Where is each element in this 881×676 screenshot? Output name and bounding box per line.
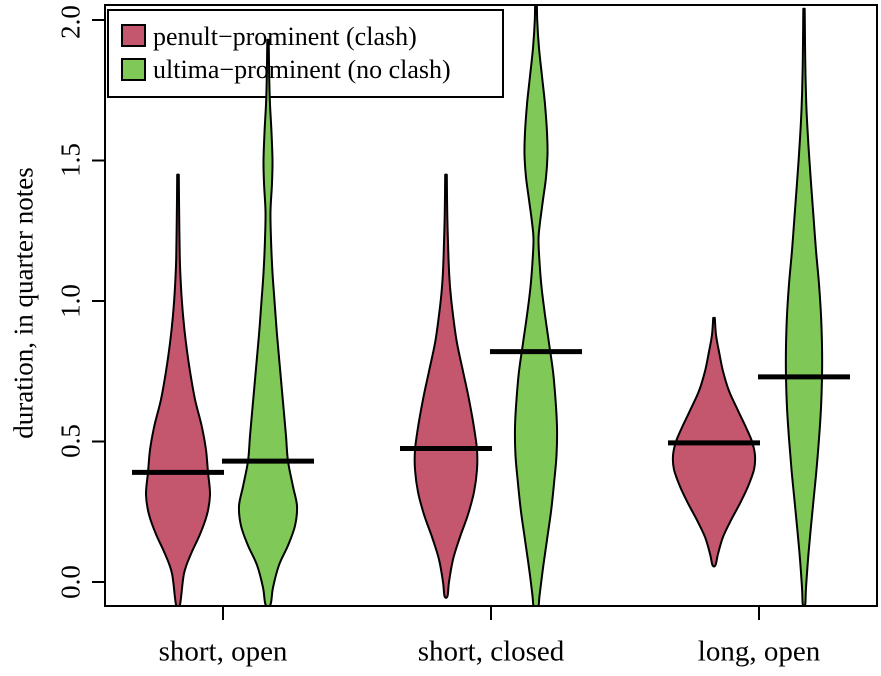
y-tick-label-2.0: 2.0 (55, 5, 86, 39)
plot-frame (104, 4, 878, 607)
red-square-swatch (121, 24, 146, 47)
legend-label-penult-prominent: penult−prominent (clash) (153, 22, 417, 51)
y-tick-label-0.0: 0.0 (55, 565, 86, 599)
y-tick-label-1.5: 1.5 (55, 143, 86, 177)
violin-short-closed-ultima (513, 6, 559, 605)
green-square-swatch (121, 58, 146, 81)
violin-long-open-ultima (784, 7, 824, 605)
violin-short-open-penult (144, 173, 212, 605)
legend-box (107, 9, 504, 98)
x-category-label-short-open: short, open (158, 635, 288, 668)
x-category-label-short-closed: short, closed (417, 635, 565, 668)
y-axis-title: duration, in quarter notes (8, 167, 39, 439)
x-category-label-long-open: long, open (697, 635, 821, 668)
legend-label-ultima-prominent: ultima−prominent (no clash) (153, 55, 451, 84)
violin-short-open-ultima (237, 38, 299, 605)
violins-layer (144, 6, 824, 605)
violin-short-closed-penult (413, 173, 479, 599)
y-tick-label-0.5: 0.5 (55, 424, 86, 458)
y-tick-label-1.0: 1.0 (55, 284, 86, 318)
